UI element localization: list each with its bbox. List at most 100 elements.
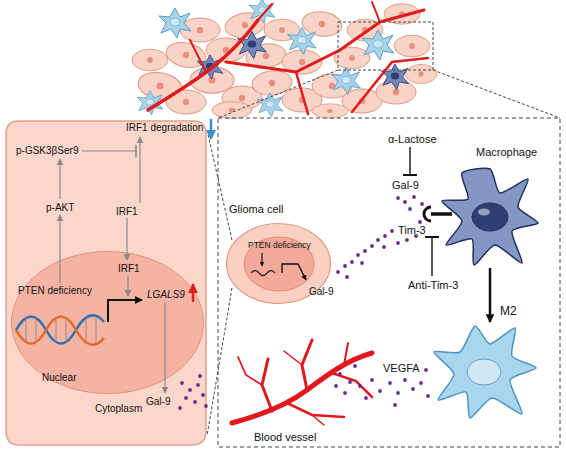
protein-dot <box>348 380 352 384</box>
node-text: Macrophage <box>476 146 537 158</box>
protein-dot <box>408 207 412 211</box>
protein-dot <box>180 381 184 385</box>
protein-dot <box>343 264 347 268</box>
protein-dot <box>403 378 407 382</box>
protein-dot <box>393 403 397 407</box>
blood-vessel-shape <box>262 359 272 411</box>
macrophage-cell-shape <box>442 168 538 265</box>
tim3-receptor-stalk <box>431 212 452 216</box>
label-text: Gal-9 <box>146 396 170 407</box>
vessel-branch <box>340 10 424 50</box>
node-text: M2 <box>500 305 517 318</box>
macrophage-cell <box>288 27 317 54</box>
increase-arrow <box>192 284 195 302</box>
macrophage-cell <box>362 30 394 60</box>
inset-panel-frame <box>218 118 560 447</box>
zoom-line <box>433 70 560 118</box>
tumor-cell <box>164 39 208 71</box>
pathway-arrow <box>164 303 165 393</box>
tumor-cell-shape <box>6 121 206 445</box>
pathway-arrow <box>127 276 128 296</box>
blood-vessel-shape <box>344 343 348 365</box>
inhibition-bar <box>425 236 439 238</box>
protein-dot <box>405 238 409 242</box>
glioma-nucleus: PTEN deficiency <box>243 236 315 292</box>
macrophage-cell <box>159 8 191 38</box>
blood-vessel-shape <box>312 415 324 425</box>
label-text: IRF1 degradation <box>126 122 203 133</box>
blood-vessel-shape <box>238 357 262 385</box>
tissue-vessels <box>148 2 428 114</box>
macrophage-cell <box>238 31 267 58</box>
protein-dot <box>184 396 188 400</box>
dna-strand <box>16 317 104 345</box>
m2-macrophage: M2 <box>430 322 540 422</box>
zoom-frame <box>338 22 433 70</box>
inhibition-bar <box>403 174 417 176</box>
macrophage-cell <box>257 93 283 117</box>
pathway-arrow <box>139 137 140 203</box>
dna-rung <box>86 318 87 342</box>
protein-dot <box>396 391 400 395</box>
pathway-arrow <box>59 159 60 199</box>
protein-dot <box>418 220 422 224</box>
inhibition-line <box>409 147 410 175</box>
protein-dot <box>396 196 400 200</box>
node-text: PTEN deficiency <box>248 241 311 250</box>
protein-dot <box>178 406 182 410</box>
dna-rung <box>56 318 57 342</box>
tumor-cell <box>312 104 348 118</box>
node-text: Gal-9 <box>309 286 333 297</box>
gal9-dots <box>178 195 424 410</box>
zoom-line <box>207 130 232 240</box>
protein-dot <box>201 393 205 397</box>
protein-dot <box>196 383 200 387</box>
label-text: IRF1 <box>118 263 140 274</box>
pathway-arrow <box>126 218 127 260</box>
cell-nucleus-outline <box>10 250 205 395</box>
label-text: Tim-3 <box>398 224 426 236</box>
label-text: α-Lactose <box>388 133 437 145</box>
transcription-arrow <box>108 300 142 322</box>
protein-dot <box>193 400 197 404</box>
protein-dot <box>424 368 428 372</box>
blood-vessel-outline <box>232 335 375 445</box>
protein-dot <box>350 260 354 264</box>
vessel-branch <box>190 40 206 72</box>
protein-dot <box>411 387 415 391</box>
protein-dot <box>345 275 349 279</box>
blood-vessel-shape <box>284 351 302 365</box>
vessel-branch <box>352 58 428 112</box>
tumor-cell <box>212 102 252 119</box>
pathway-arrow <box>261 253 262 266</box>
m2-macrophage-shape <box>434 326 536 418</box>
tumor-cell: CytoplasmNuclear <box>5 120 207 446</box>
connector-arrow <box>489 268 492 322</box>
protein-dot <box>412 195 416 199</box>
vessel-branch <box>372 2 380 22</box>
macrophage-cell <box>332 67 361 94</box>
label-text: IRF1 <box>116 206 138 217</box>
m2-macrophage-shape <box>467 359 501 385</box>
gene-squiggle <box>251 271 275 276</box>
protein-dot <box>188 388 192 392</box>
protein-dot <box>358 384 362 388</box>
transcription-arrow <box>282 264 306 280</box>
blood-vessel-shape <box>302 340 312 390</box>
label-text: Gal-9 <box>392 179 419 191</box>
pathway-arrow <box>59 215 60 283</box>
macrophage-cell: Macrophage <box>440 165 540 268</box>
protein-dot <box>403 200 407 204</box>
node-text: Cytoplasm <box>95 403 142 414</box>
protein-dot <box>353 364 357 368</box>
dna-rung <box>36 318 37 342</box>
protein-dot <box>204 404 208 408</box>
protein-dot <box>383 234 387 238</box>
label-text: VEGFA <box>383 362 420 374</box>
blood-vessel-shape <box>287 403 344 417</box>
cell-nucleus-shape <box>12 252 204 394</box>
